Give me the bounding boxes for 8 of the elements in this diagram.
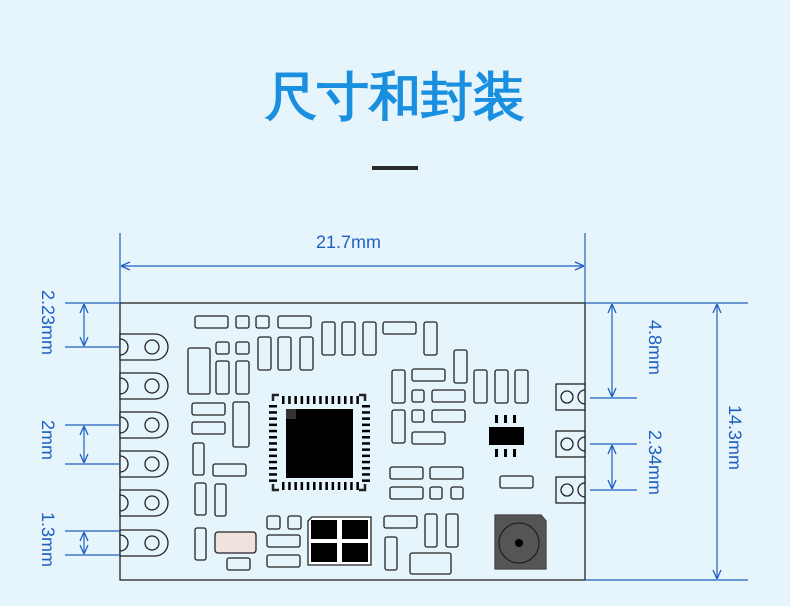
dimension-label: 14.3mm — [725, 405, 745, 470]
title: 尺寸和封装 — [265, 66, 525, 129]
dimension-label: 21.7mm — [316, 232, 382, 252]
dimension-label: 2.34mm — [645, 430, 665, 496]
dimension-label: 2.23mm — [38, 290, 58, 356]
dimension-label: 2mm — [38, 420, 58, 460]
dimension-label: 1.3mm — [38, 512, 58, 568]
dimension-label: 4.8mm — [645, 320, 665, 376]
